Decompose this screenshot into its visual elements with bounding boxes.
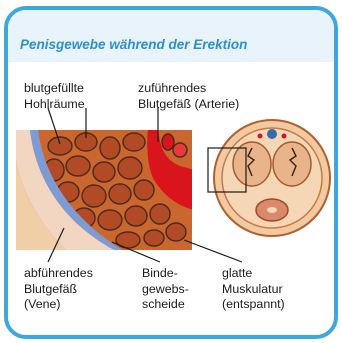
label-vene: abführendesBlutgefäß(Vene) (24, 266, 93, 313)
info-card: Penisgewebe während der Erektion (4, 6, 338, 339)
penis-cross-section (208, 120, 330, 236)
label-hohlraeume: blutgefüllteHohlräume (24, 81, 85, 112)
label-muskulatur: glatteMuskulatur(entspannt) (222, 266, 285, 313)
label-arterie: zuführendesBlutgefäß (Arterie) (138, 81, 239, 112)
erectile-tissue-block (16, 128, 194, 252)
label-bindegewebe: Binde-gewebs-scheide (142, 266, 189, 313)
